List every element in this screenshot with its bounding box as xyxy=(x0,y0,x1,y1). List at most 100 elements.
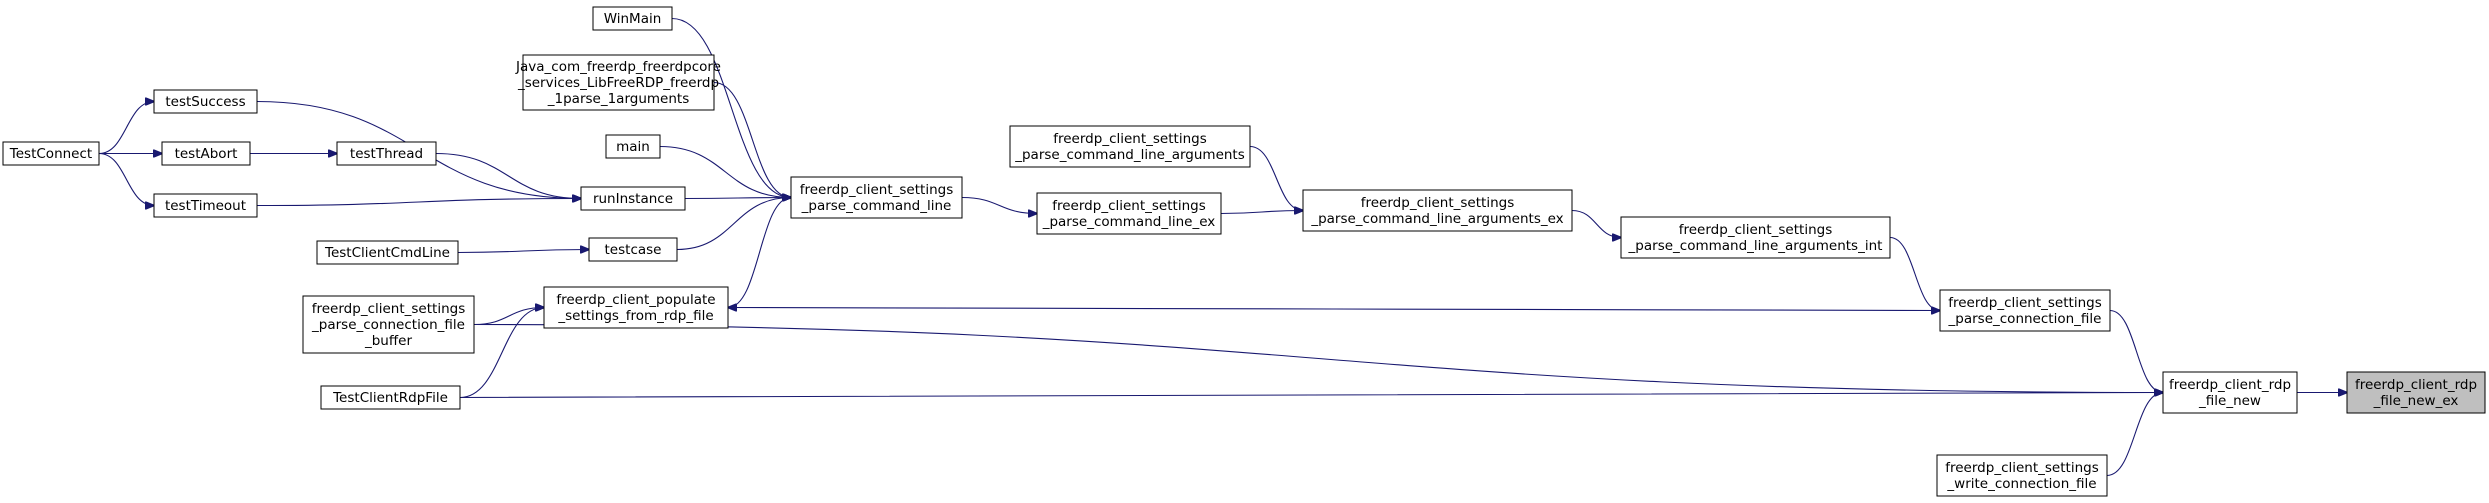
node-box xyxy=(153,193,258,218)
node-box xyxy=(2,141,100,166)
node-label-line: testTimeout xyxy=(165,198,246,214)
node-box xyxy=(580,186,686,211)
edge-WinMain-to-parse_command_line xyxy=(671,17,791,198)
node-Java[interactable]: Java_com_freerdp_freerdpcore_services_Li… xyxy=(515,54,721,111)
edge-arrow xyxy=(1220,211,1303,214)
edge-parse_conn_buf-to-rdp_file_new xyxy=(473,323,2163,393)
node-parse_cla_ex[interactable]: freerdp_client_settings_parse_command_li… xyxy=(1302,189,1573,232)
node-label-line: freerdp_client_settings xyxy=(1361,195,1514,211)
node-label-line: _parse_command_line_arguments_int xyxy=(1628,238,1883,254)
edge-arrow xyxy=(727,198,791,309)
node-parse_conn_buf[interactable]: freerdp_client_settings_parse_connection… xyxy=(302,295,475,354)
node-rdp_file_new_ex[interactable]: freerdp_client_rdp_file_new_ex xyxy=(2346,371,2486,414)
node-label-line: _file_new_ex xyxy=(2373,393,2459,409)
edge-arrow xyxy=(435,152,581,199)
node-box xyxy=(320,385,461,410)
node-parse_cla[interactable]: freerdp_client_settings_parse_command_li… xyxy=(1009,125,1251,168)
edge-arrow xyxy=(961,196,1037,214)
node-label-line: freerdp_client_settings xyxy=(1679,222,1832,238)
edge-TestClientRdpFile-to-rdp_file_new xyxy=(459,393,2163,399)
node-label-line: _parse_command_line_ex xyxy=(1042,214,1216,230)
node-parse_conn_file[interactable]: freerdp_client_settings_parse_connection… xyxy=(1939,289,2111,332)
node-label-line: _parse_command_line_arguments_ex xyxy=(1310,211,1563,227)
node-box xyxy=(790,176,963,219)
node-label-line: _services_LibFreeRDP_freerdp xyxy=(517,75,719,91)
edge-arrow xyxy=(671,17,791,198)
node-testAbort[interactable]: testAbort xyxy=(161,141,251,166)
nodes-layer: WinMainJava_com_freerdp_freerdpcore_serv… xyxy=(2,6,2486,497)
edge-parse_cla-to-parse_cla_ex xyxy=(1249,145,1303,211)
node-runInstance[interactable]: runInstance xyxy=(580,186,686,211)
node-label-line: freerdp_client_settings xyxy=(312,301,465,317)
node-box xyxy=(588,237,678,262)
edge-arrow xyxy=(659,145,791,198)
node-label-line: _parse_command_line xyxy=(801,198,952,214)
edge-parse_conn_file-to-populate xyxy=(728,308,1941,311)
edge-arrow xyxy=(2109,309,2163,393)
node-label-line: _parse_connection_file xyxy=(311,317,465,333)
node-label-line: _1parse_1arguments xyxy=(547,91,689,107)
node-write_conn_file[interactable]: freerdp_client_settings_write_connection… xyxy=(1936,454,2108,497)
node-box xyxy=(1939,289,2111,332)
edge-TestConnect-to-testSuccess xyxy=(98,102,154,155)
edge-testTimeout-to-runInstance xyxy=(256,199,581,207)
node-box xyxy=(605,134,661,159)
edge-arrow xyxy=(713,81,791,198)
node-testTimeout[interactable]: testTimeout xyxy=(153,193,258,218)
edge-arrow xyxy=(676,198,791,251)
node-label-line: runInstance xyxy=(593,191,673,207)
edge-arrow xyxy=(98,152,154,206)
node-box xyxy=(543,286,729,329)
edge-parse_command_line-to-parse_command_line_ex xyxy=(961,196,1037,214)
node-populate[interactable]: freerdp_client_populate_settings_from_rd… xyxy=(543,286,729,329)
edge-arrow xyxy=(2106,393,2163,477)
edge-testcase-to-parse_command_line xyxy=(676,198,791,251)
node-box xyxy=(161,141,251,166)
node-label-line: testSuccess xyxy=(165,94,245,110)
node-parse_command_line[interactable]: freerdp_client_settings_parse_command_li… xyxy=(790,176,963,219)
edge-parse_command_line_ex-to-parse_cla_ex xyxy=(1220,211,1303,214)
node-label-line: main xyxy=(616,139,650,155)
edge-arrow xyxy=(98,102,154,155)
node-label-line: Java_com_freerdp_freerdpcore xyxy=(515,59,721,75)
edge-arrow xyxy=(256,199,581,207)
node-label-line: freerdp_client_rdp xyxy=(2355,377,2477,393)
node-TestClientCmdLine[interactable]: TestClientCmdLine xyxy=(316,240,459,265)
node-label-line: freerdp_client_populate xyxy=(556,292,715,308)
node-TestClientRdpFile[interactable]: TestClientRdpFile xyxy=(320,385,461,410)
edge-TestConnect-to-testTimeout xyxy=(98,152,154,206)
node-parse_cla_int[interactable]: freerdp_client_settings_parse_command_li… xyxy=(1620,216,1891,259)
node-label-line: freerdp_client_settings xyxy=(1945,460,2098,476)
node-testThread[interactable]: testThread xyxy=(336,141,437,166)
edge-arrow xyxy=(1571,209,1621,238)
node-box xyxy=(302,295,475,354)
node-TestConnect[interactable]: TestConnect xyxy=(2,141,100,166)
node-box xyxy=(1620,216,1891,259)
edge-arrow xyxy=(728,308,1941,311)
edge-Java-to-parse_command_line xyxy=(713,81,791,198)
node-label-line: freerdp_client_settings xyxy=(800,182,953,198)
edge-populate-to-parse_command_line xyxy=(727,198,791,309)
edge-write_conn_file-to-rdp_file_new xyxy=(2106,393,2163,477)
node-main[interactable]: main xyxy=(605,134,661,159)
node-parse_command_line_ex[interactable]: freerdp_client_settings_parse_command_li… xyxy=(1036,192,1222,235)
edge-parse_conn_file-to-rdp_file_new xyxy=(2109,309,2163,393)
edge-parse_cla_int-to-parse_conn_file xyxy=(1889,236,1940,311)
node-box xyxy=(1009,125,1251,168)
node-box xyxy=(1936,454,2108,497)
edge-testThread-to-runInstance xyxy=(435,152,581,199)
node-rdp_file_new[interactable]: freerdp_client_rdp_file_new xyxy=(2162,371,2298,414)
node-box xyxy=(153,89,258,114)
node-label-line: freerdp_client_rdp xyxy=(2169,377,2291,393)
node-box xyxy=(2346,371,2486,414)
node-label-line: _parse_connection_file xyxy=(1948,311,2102,327)
node-WinMain[interactable]: WinMain xyxy=(592,6,673,31)
node-label-line: _file_new xyxy=(2198,393,2261,409)
node-label-line: TestClientCmdLine xyxy=(324,245,450,261)
node-label-line: freerdp_client_settings xyxy=(1948,295,2101,311)
node-label-line: _write_connection_file xyxy=(1946,476,2096,492)
node-testcase[interactable]: testcase xyxy=(588,237,678,262)
node-testSuccess[interactable]: testSuccess xyxy=(153,89,258,114)
node-label-line: TestConnect xyxy=(9,146,92,162)
